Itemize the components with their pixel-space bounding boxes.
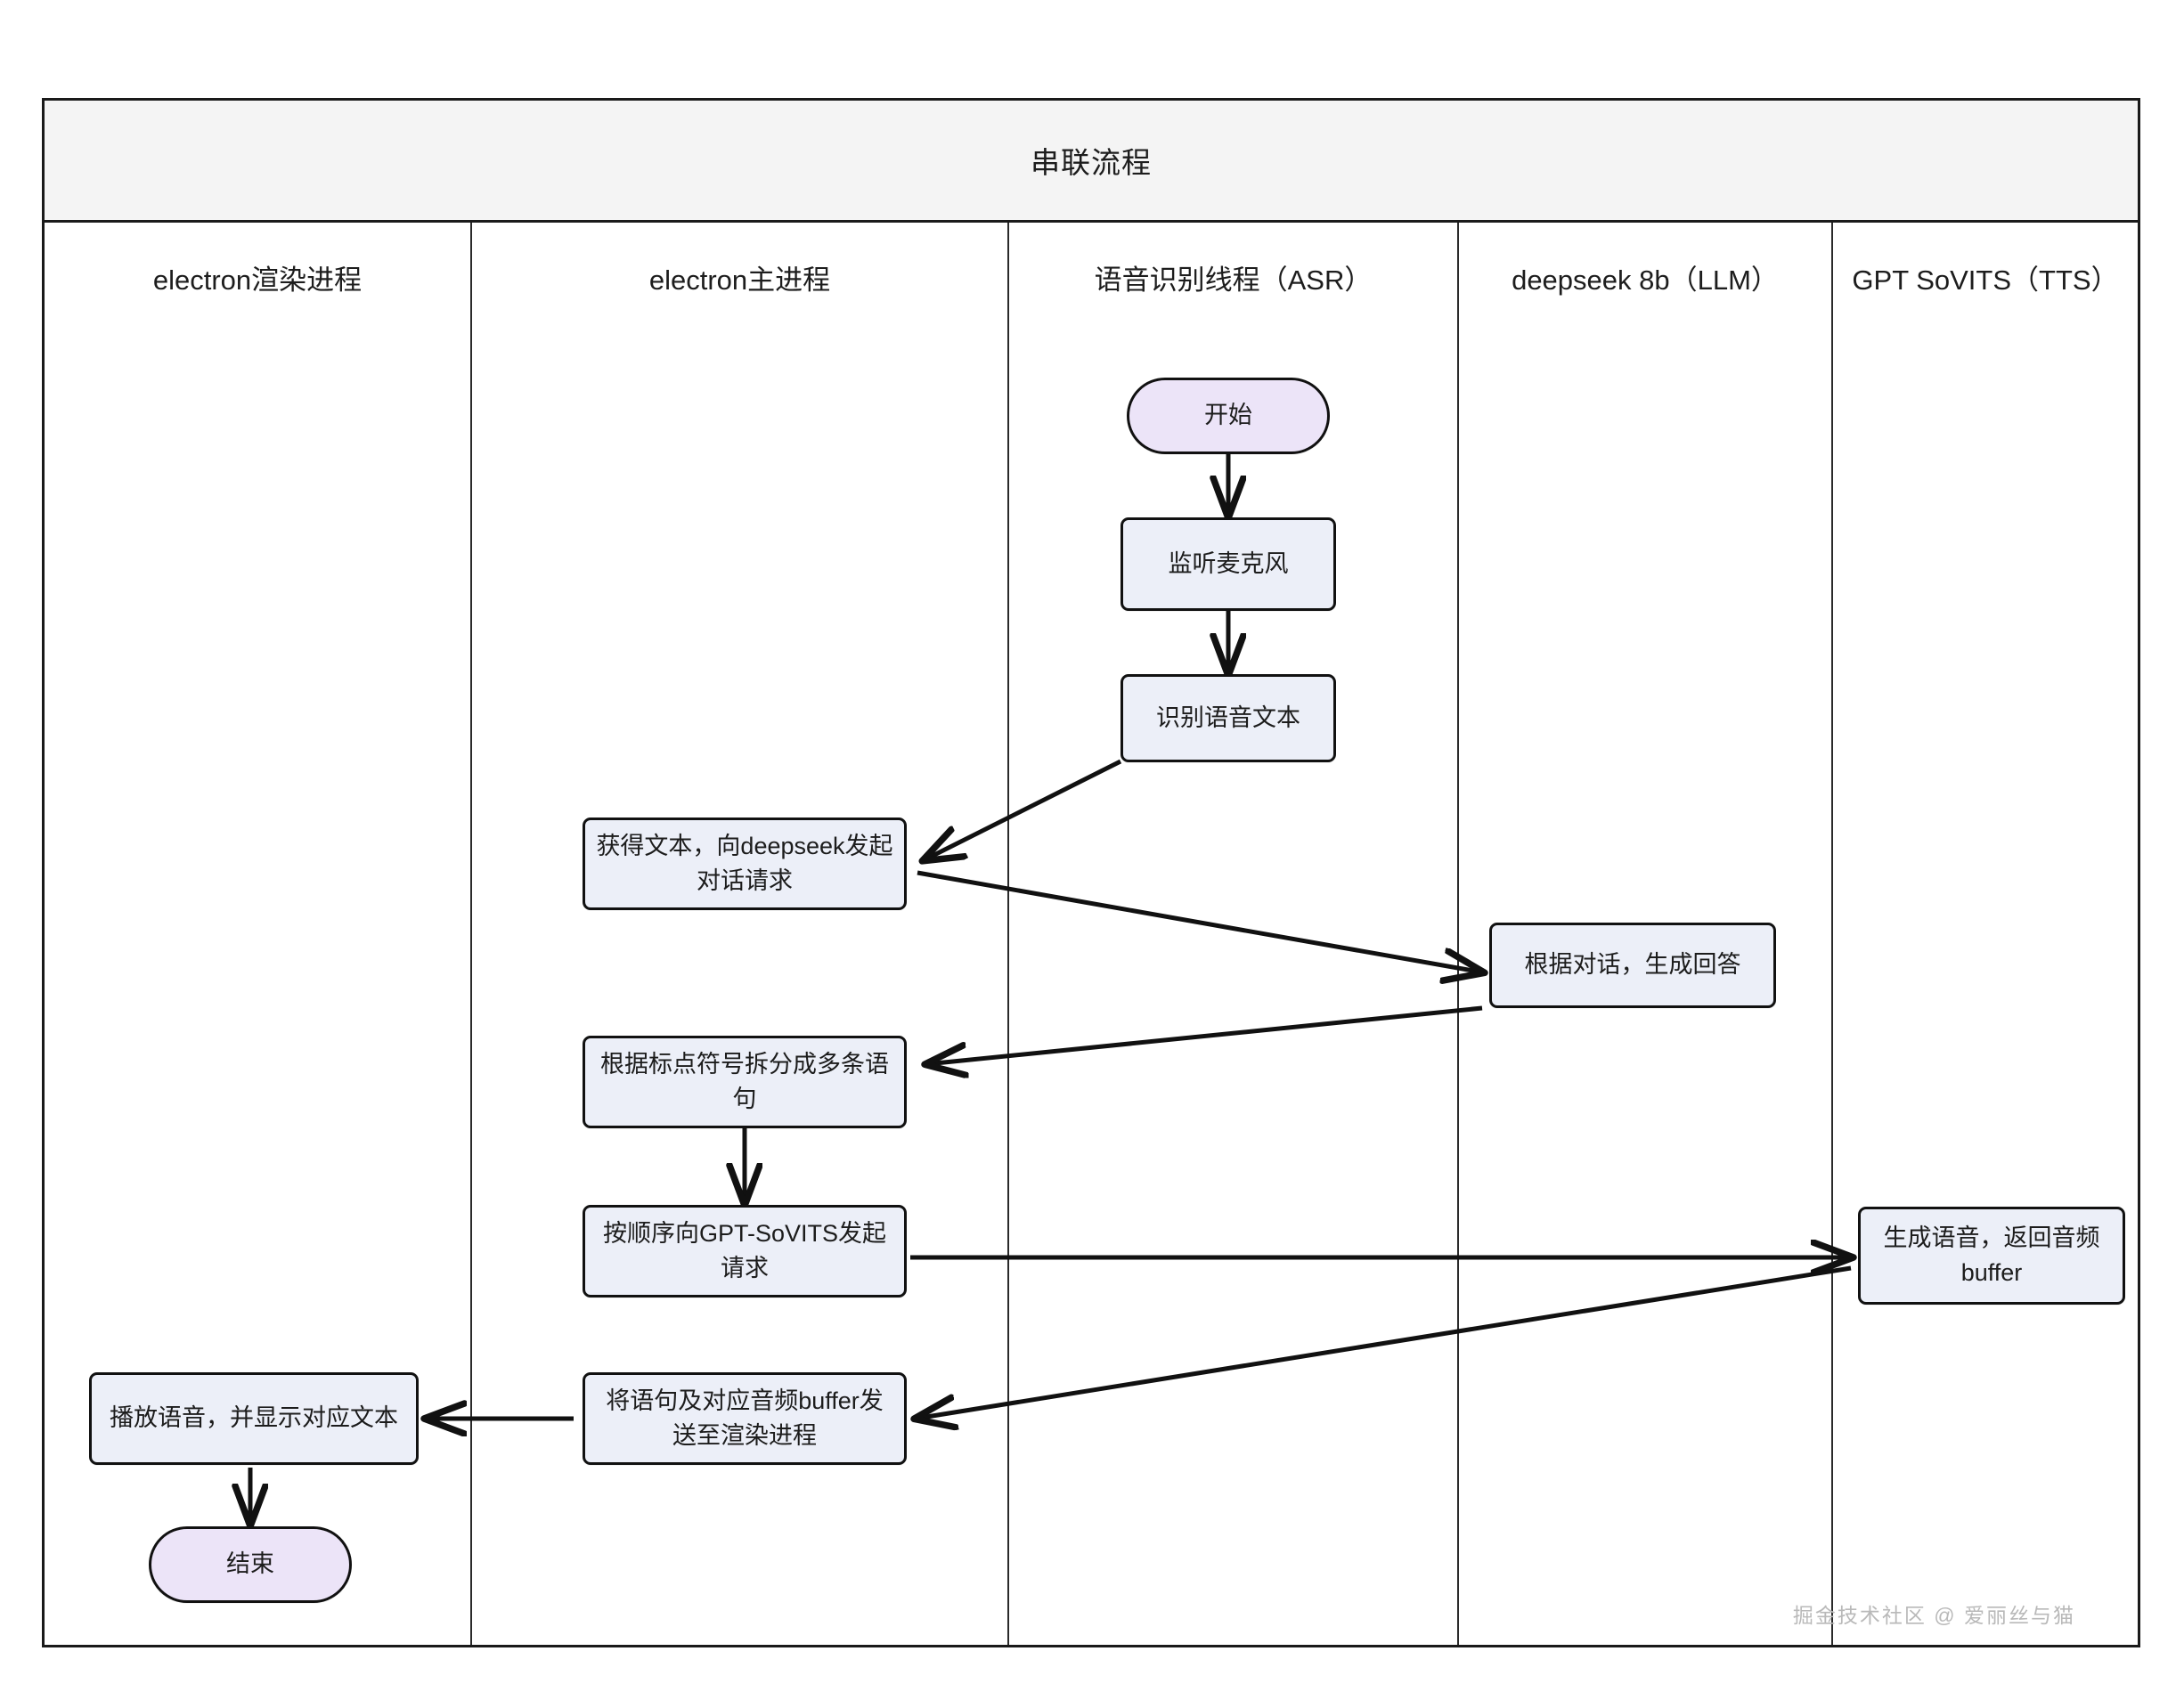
node-tts-request[interactable]: 按顺序向GPT-SoVITS发起请求 — [583, 1205, 907, 1297]
node-llm-answer[interactable]: 根据对话，生成回答 — [1489, 923, 1776, 1008]
lane-header-main: electron主进程 — [472, 223, 1009, 331]
watermark: 掘金技术社区 @ 爱丽丝与猫 — [1792, 1604, 2075, 1627]
lane-body-asr — [1009, 331, 1459, 1645]
lane-body-main — [472, 331, 1009, 1645]
lane-header-renderer-label: electron渲染进程 — [152, 264, 363, 296]
lane-body-llm — [1459, 331, 1833, 1645]
diagram-title-band: 串联流程 — [45, 101, 2138, 223]
lane-header-main-label: electron主进程 — [648, 264, 831, 296]
lane-header-tts: GPT SoVITS（TTS） — [1833, 223, 2138, 331]
node-tts-generate[interactable]: 生成语音，返回音频buffer — [1858, 1207, 2125, 1305]
node-get-text[interactable]: 获得文本，向deepseek发起对话请求 — [583, 818, 907, 910]
node-start[interactable]: 开始 — [1127, 378, 1330, 454]
node-end[interactable]: 结束 — [149, 1526, 352, 1603]
lane-body-band — [45, 331, 2138, 1645]
lane-header-tts-label: GPT SoVITS（TTS） — [1852, 264, 2119, 296]
lane-body-renderer — [45, 331, 472, 1645]
node-recognize[interactable]: 识别语音文本 — [1121, 674, 1336, 762]
node-play-audio[interactable]: 播放语音，并显示对应文本 — [89, 1372, 419, 1465]
lane-header-band: electron渲染进程 electron主进程 语音识别线程（ASR） dee… — [45, 223, 2138, 331]
node-listen-mic[interactable]: 监听麦克风 — [1121, 517, 1336, 611]
lane-body-tts — [1833, 331, 2138, 1645]
lane-header-asr-label: 语音识别线程（ASR） — [1094, 264, 1373, 296]
lane-header-llm: deepseek 8b（LLM） — [1459, 223, 1833, 331]
node-send-render[interactable]: 将语句及对应音频buffer发送至渲染进程 — [583, 1372, 907, 1465]
diagram-title: 串联流程 — [1031, 146, 1152, 179]
node-split-text[interactable]: 根据标点符号拆分成多条语句 — [583, 1036, 907, 1128]
lane-header-renderer: electron渲染进程 — [45, 223, 472, 331]
lane-header-asr: 语音识别线程（ASR） — [1009, 223, 1459, 331]
lane-header-llm-label: deepseek 8b（LLM） — [1512, 264, 1779, 296]
